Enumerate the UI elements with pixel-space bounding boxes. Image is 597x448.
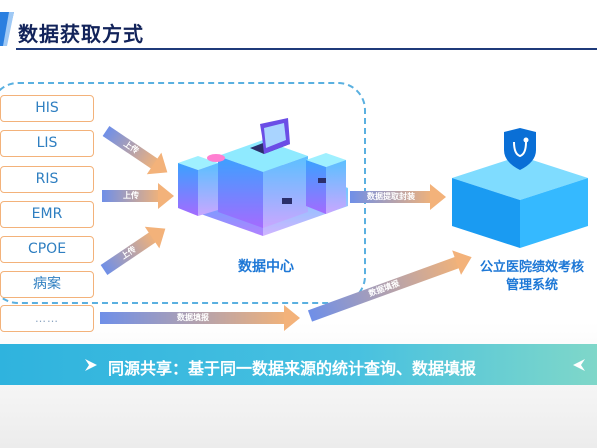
target-system-label: 公立医院绩效考核 管理系统: [462, 259, 597, 295]
source-lis: LIS: [0, 130, 94, 157]
title-accent-icon: [0, 12, 14, 46]
upload-arrow-2: 上传: [102, 183, 174, 209]
direct-fill-arrow: 数据填报: [100, 305, 300, 331]
title-underline: [16, 48, 597, 50]
banner-right-arrow-icon: [85, 359, 97, 371]
source-more: ……: [0, 305, 94, 332]
banner-text: 同源共享：基于同一数据来源的统计查询、数据填报: [108, 359, 477, 378]
data-center-illustration: [178, 118, 348, 236]
extract-label: 数据提取封装: [367, 192, 415, 201]
source-his: HIS: [0, 95, 94, 122]
summary-banner: 同源共享：基于同一数据来源的统计查询、数据填报: [0, 344, 597, 385]
page-title: 数据获取方式: [18, 22, 144, 46]
source-ris: RIS: [0, 166, 94, 193]
data-center-label: 数据中心: [238, 259, 294, 275]
banner-left-arrow-icon: [573, 359, 585, 371]
extract-arrow: 数据提取封装: [350, 184, 446, 210]
source-cpoe: CPOE: [0, 236, 94, 263]
title-bar: 数据获取方式: [0, 6, 597, 50]
source-medical-record: 病案: [0, 271, 94, 298]
target-label-line1: 公立医院绩效考核: [479, 260, 584, 275]
target-label-line2: 管理系统: [505, 278, 558, 293]
target-system-cube: [452, 128, 588, 248]
direct-fill-label: 数据填报: [177, 313, 209, 322]
source-emr: EMR: [0, 201, 94, 228]
upload-label-2: 上传: [123, 191, 139, 200]
